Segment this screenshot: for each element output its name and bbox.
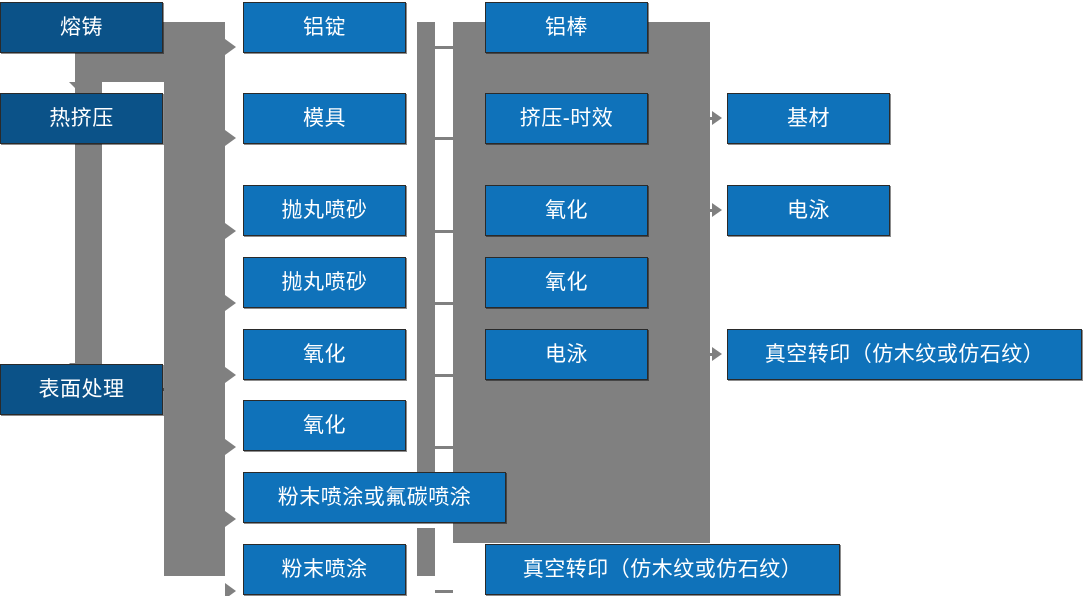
mat-shot-blast-2[interactable]: 抛丸喷砂 — [243, 257, 406, 308]
out-vacuum-transfer-label: 真空转印（仿木纹或仿石纹） — [764, 342, 1045, 366]
stage-hot-extrude[interactable]: 热挤压 — [0, 93, 163, 144]
proc-oxidation-1-label: 氧化 — [545, 198, 588, 222]
arrow-to-electrophoresis — [712, 203, 722, 217]
stage-trunk-arrow-6 — [225, 511, 236, 527]
proc-vacuum-transfer-label: 真空转印（仿木纹或仿石纹） — [522, 557, 803, 581]
proc-electrophoresis-label: 电泳 — [545, 342, 588, 366]
stage-surface-treat[interactable]: 表面处理 — [0, 364, 163, 415]
arrow-to-vacuum-transfer — [712, 347, 722, 361]
out-substrate-label: 基材 — [787, 106, 830, 130]
mat-powder-coating-label: 粉末喷涂 — [281, 557, 368, 581]
stage-trunk-arrow-0 — [225, 39, 236, 55]
mat-oxidation-1[interactable]: 氧化 — [243, 329, 406, 380]
stage-melt-cast-label: 熔铸 — [60, 15, 103, 39]
mat-mold[interactable]: 模具 — [243, 93, 406, 144]
stage-trunk-arrow-4 — [225, 367, 236, 383]
mat-shot-blast-1[interactable]: 抛丸喷砂 — [243, 185, 406, 236]
arrow-to-substrate-line — [700, 116, 714, 120]
out-electrophoresis[interactable]: 电泳 — [727, 185, 890, 236]
mat-powder-or-pvdf-label: 粉末喷涂或氟碳喷涂 — [277, 485, 472, 509]
proc-electrophoresis[interactable]: 电泳 — [485, 329, 648, 380]
arrow-melt-to-extrude — [69, 82, 83, 89]
out-electrophoresis-label: 电泳 — [787, 198, 830, 222]
middle-trunk-bar-0 — [417, 22, 435, 516]
stage-trunk-arrow-7 — [225, 583, 236, 596]
proc-aluminum-bar[interactable]: 铝棒 — [485, 2, 648, 53]
middle-trunk-tick-7 — [435, 590, 453, 593]
surface-treat-link — [163, 388, 193, 391]
stage-hot-extrude-label: 热挤压 — [49, 106, 114, 130]
proc-aluminum-bar-label: 铝棒 — [545, 15, 588, 39]
arrow-to-substrate — [712, 111, 722, 125]
stage-trunk-segment-1 — [164, 22, 225, 576]
arrow-to-vacuum-transfer-line — [700, 352, 714, 356]
stage-trunk-arrow-5 — [225, 439, 236, 455]
proc-oxidation-2-label: 氧化 — [545, 270, 588, 294]
mat-oxidation-2[interactable]: 氧化 — [243, 400, 406, 451]
middle-trunk-tick-2 — [435, 230, 453, 233]
stage-surface-treat-label: 表面处理 — [38, 377, 125, 401]
stage-trunk-arrow-1 — [225, 130, 236, 146]
middle-trunk-tick-3 — [435, 302, 453, 305]
stage-trunk-segment-2 — [75, 22, 102, 377]
mat-powder-coating[interactable]: 粉末喷涂 — [243, 544, 406, 595]
mat-aluminum-ingot-label: 铝锭 — [303, 15, 346, 39]
proc-oxidation-2[interactable]: 氧化 — [485, 257, 648, 308]
stage-trunk-arrow-2 — [225, 223, 236, 239]
mat-mold-label: 模具 — [303, 106, 346, 130]
stage-trunk-arrow-3 — [225, 295, 236, 311]
out-vacuum-transfer[interactable]: 真空转印（仿木纹或仿石纹） — [727, 329, 1082, 380]
out-substrate[interactable]: 基材 — [727, 93, 890, 144]
middle-trunk-tick-4 — [435, 374, 453, 377]
mat-oxidation-2-label: 氧化 — [303, 413, 346, 437]
stage-melt-cast[interactable]: 熔铸 — [0, 2, 163, 53]
mat-oxidation-1-label: 氧化 — [303, 342, 346, 366]
mat-shot-blast-2-label: 抛丸喷砂 — [281, 270, 368, 294]
middle-trunk-bar-1 — [417, 528, 435, 576]
mat-powder-or-pvdf[interactable]: 粉末喷涂或氟碳喷涂 — [243, 472, 506, 523]
proc-extrude-aging-label: 挤压-时效 — [519, 106, 614, 130]
middle-trunk-tick-5 — [435, 446, 453, 449]
arrow-to-electrophoresis-line — [700, 208, 714, 212]
proc-extrude-aging[interactable]: 挤压-时效 — [485, 93, 648, 144]
mat-shot-blast-1-label: 抛丸喷砂 — [281, 198, 368, 222]
proc-vacuum-transfer[interactable]: 真空转印（仿木纹或仿石纹） — [485, 544, 840, 595]
proc-oxidation-1[interactable]: 氧化 — [485, 185, 648, 236]
middle-trunk-tick-1 — [435, 137, 453, 140]
mat-aluminum-ingot[interactable]: 铝锭 — [243, 2, 406, 53]
middle-trunk-tick-0 — [435, 46, 453, 49]
